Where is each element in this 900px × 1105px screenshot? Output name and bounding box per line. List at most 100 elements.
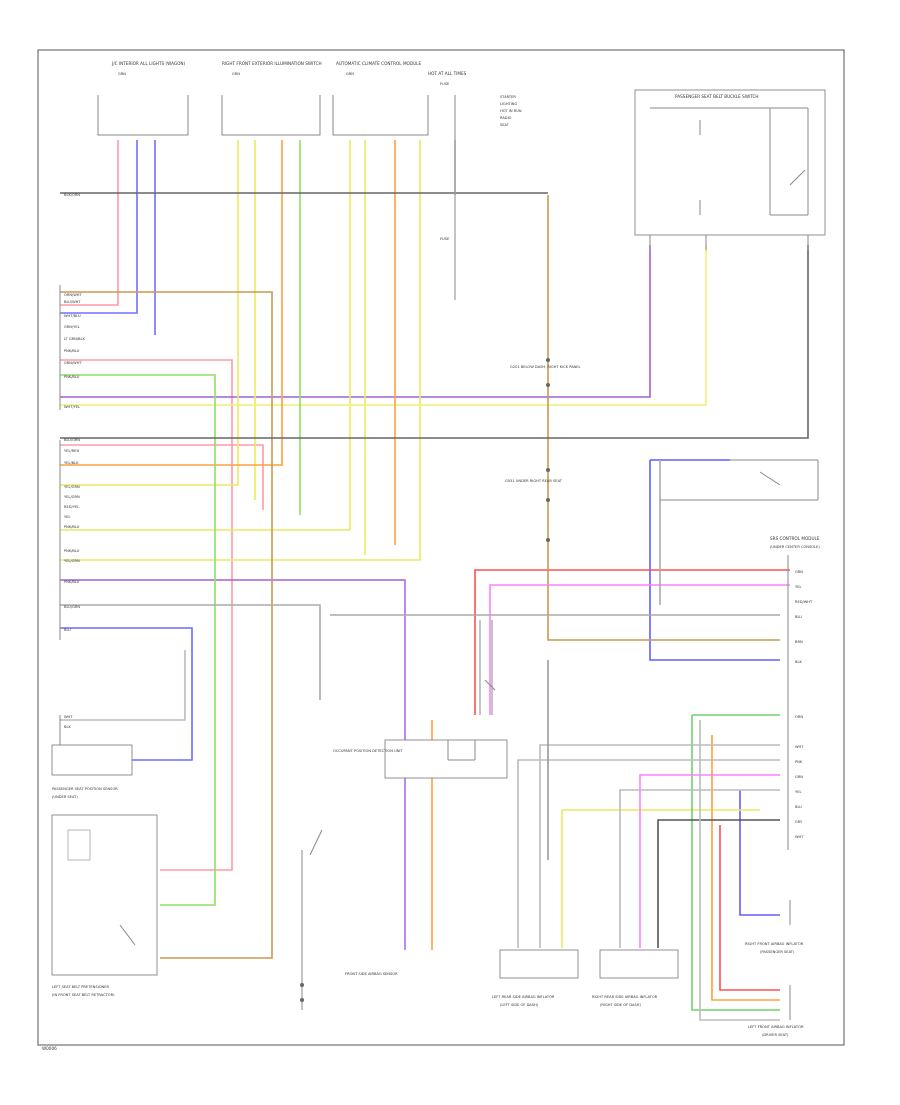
bottom-module-left: LEFT REAR SIDE AIRBAG INFLATOR (LEFT SID… <box>492 949 579 1007</box>
footer-code: W0006 <box>42 1046 57 1051</box>
side-label-12: YEL/RED <box>64 449 79 453</box>
side-label-19: PNK/BLU <box>64 549 80 553</box>
wire-yellow-3 <box>60 140 351 531</box>
wire-tan-1 <box>60 291 273 959</box>
side-label-14: YEL/ORN <box>64 485 80 489</box>
side-labels: BLK/ORN ORN/WHT BLU/WHT WHT/BLU GRN/YEL … <box>64 193 85 729</box>
right-bottom-module-2-sub: (DRIVER SEAT) <box>762 1033 789 1037</box>
status-label-2: LIGHTING <box>500 102 517 106</box>
srs-pin-12: BLU <box>795 805 802 809</box>
top-connector-1-name: J/C INTERIOR ALL LIGHTS (WAGON) <box>111 61 186 66</box>
top-connector-2-sub: GRN <box>232 72 240 76</box>
side-label-1: BLK/ORN <box>64 193 80 197</box>
left-pretensioner-sub: (IN FRONT SEAT BELT RETRACTOR) <box>52 993 115 997</box>
wire-green-3 <box>691 715 780 1011</box>
srs-pin-1: GRN <box>795 570 803 574</box>
side-label-21: PNK/BLU <box>64 580 80 584</box>
top-connector-2: RIGHT FRONT EXTERIOR ILLUMINATION SWITCH… <box>221 61 322 136</box>
top-connector-3-sub: GRN <box>346 72 354 76</box>
right-bottom-module-1-sub: (PASSENGER SEAT) <box>760 950 795 954</box>
status-label-5: SEAT <box>500 123 510 127</box>
bottom-module-right-sub: (RIGHT SIDE OF DASH) <box>600 1003 641 1007</box>
center-splices: G201 BELOW DASH, RIGHT KICK PANEL G551 U… <box>440 195 581 542</box>
wire-red-1 <box>474 569 790 715</box>
wire-magenta-2 <box>639 774 780 948</box>
wire-purple-1 <box>60 245 651 398</box>
wire-black-3 <box>657 819 780 948</box>
top-connector-4: HOT AT ALL TIMES FUSE <box>428 71 467 140</box>
bottom-module-left-name: LEFT REAR SIDE AIRBAG INFLATOR <box>492 995 555 999</box>
wire-pink-3 <box>60 444 264 510</box>
side-label-5: GRN/YEL <box>64 325 80 329</box>
srs-control-module: SRS CONTROL MODULE (UNDER CENTER CONSOLE… <box>770 536 820 850</box>
right-bottom-module-1-name: RIGHT FRONT AIRBAG INFLATOR <box>745 942 804 946</box>
left-bottom-sensor-name: PASSENGER SEAT POSITION SENSOR <box>52 787 118 791</box>
side-label-8: GRN/WHT <box>64 361 82 365</box>
left-bottom-sensor: PASSENGER SEAT POSITION SENSOR (UNDER SE… <box>51 744 133 799</box>
side-label-20: YEL/GRN <box>64 559 80 563</box>
wire-magenta-1 <box>489 584 790 715</box>
top-connector-4-sub: FUSE <box>440 82 450 86</box>
side-label-23: BLU <box>64 628 71 632</box>
bottom-module-left-sub: (LEFT SIDE OF DASH) <box>500 1003 539 1007</box>
center-bottom-label: FRONT SIDE AIRBAG SENSOR <box>345 972 398 976</box>
side-label-16: RED/YEL <box>64 505 79 509</box>
wire-pink-2 <box>60 359 233 871</box>
center-bottom-sensor: FRONT SIDE AIRBAG SENSOR <box>300 829 398 1010</box>
side-label-2: ORN/WHT <box>64 293 82 297</box>
side-label-3: BLU/WHT <box>64 300 81 304</box>
side-label-13: YEL/BLK <box>64 461 79 465</box>
srs-pin-7: ORN <box>795 715 803 719</box>
top-connector-1-sub: GRN <box>118 72 126 76</box>
wire-group <box>60 140 809 1021</box>
srs-pin-10: GRN <box>795 775 803 779</box>
side-label-6: LT GRN/BLK <box>64 337 85 341</box>
wire-pink-1 <box>60 140 119 306</box>
srs-module-sub: (UNDER CENTER CONSOLE) <box>770 545 820 549</box>
srs-pin-14: WHT <box>795 835 804 839</box>
wire-blue-4 <box>649 460 780 661</box>
top-connector-4-name: HOT AT ALL TIMES <box>428 71 467 76</box>
splice-2-label: G551 UNDER RIGHT REAR SEAT <box>505 479 563 483</box>
left-pretensioner: LEFT SEAT BELT PRETENSIONER (IN FRONT SE… <box>51 814 158 997</box>
wire-tan-2 <box>547 195 780 641</box>
wire-gray-4 <box>517 759 780 948</box>
status-label-4: RADIO <box>500 116 512 120</box>
right-bottom-module-2-name: LEFT FRONT AIRBAG INFLATOR <box>748 1025 804 1029</box>
srs-pin-9: PNK <box>795 760 803 764</box>
wire-gray-1 <box>60 604 321 700</box>
splice-1-label: G201 BELOW DASH, RIGHT KICK PANEL <box>510 365 581 369</box>
side-label-17: YEL <box>64 515 70 519</box>
srs-pin-3: RED/WHT <box>795 600 813 604</box>
side-label-22: BLU/GRN <box>64 605 80 609</box>
fuse-label: FUSE <box>440 237 450 241</box>
right-switch <box>660 459 819 501</box>
srs-pin-4: BLU <box>795 615 802 619</box>
left-bottom-sensor-sub: (UNDER SEAT) <box>52 795 78 799</box>
status-label-3: HOT IN RUN <box>500 109 522 113</box>
side-label-18: PNK/BLU <box>64 525 80 529</box>
wire-yellow-7 <box>561 809 760 948</box>
status-labels: STARTER LIGHTING HOT IN RUN RADIO SEAT <box>500 95 522 127</box>
wire-gray-7 <box>619 789 780 948</box>
side-label-25: BLK <box>64 725 71 729</box>
wire-gray-6 <box>60 650 186 721</box>
srs-module-title: SRS CONTROL MODULE <box>770 536 820 541</box>
wire-blue-3 <box>60 627 193 761</box>
srs-pin-2: YEL <box>795 585 801 589</box>
wire-yellow-5 <box>60 140 421 561</box>
right-bottom-modules: RIGHT FRONT AIRBAG INFLATOR (PASSENGER S… <box>745 900 804 1037</box>
wire-blue-1 <box>60 140 138 314</box>
wire-red-2 <box>719 825 780 991</box>
diagram-frame <box>37 49 845 1046</box>
srs-pin-5: BRN <box>795 640 803 644</box>
wire-yellow-1 <box>60 140 239 486</box>
top-connector-3-name: AUTOMATIC CLIMATE CONTROL MODULE <box>336 61 421 66</box>
status-label-1: STARTER <box>500 95 516 99</box>
left-pretensioner-name: LEFT SEAT BELT PRETENSIONER <box>52 985 109 989</box>
top-connector-1: J/C INTERIOR ALL LIGHTS (WAGON) GRN <box>97 61 189 136</box>
buckle-switch-box: PASSENGER SEAT BELT BUCKLE SWITCH <box>634 89 826 250</box>
occupant-unit-label: OCCUPANT POSITION DETECTION UNIT <box>333 749 403 753</box>
